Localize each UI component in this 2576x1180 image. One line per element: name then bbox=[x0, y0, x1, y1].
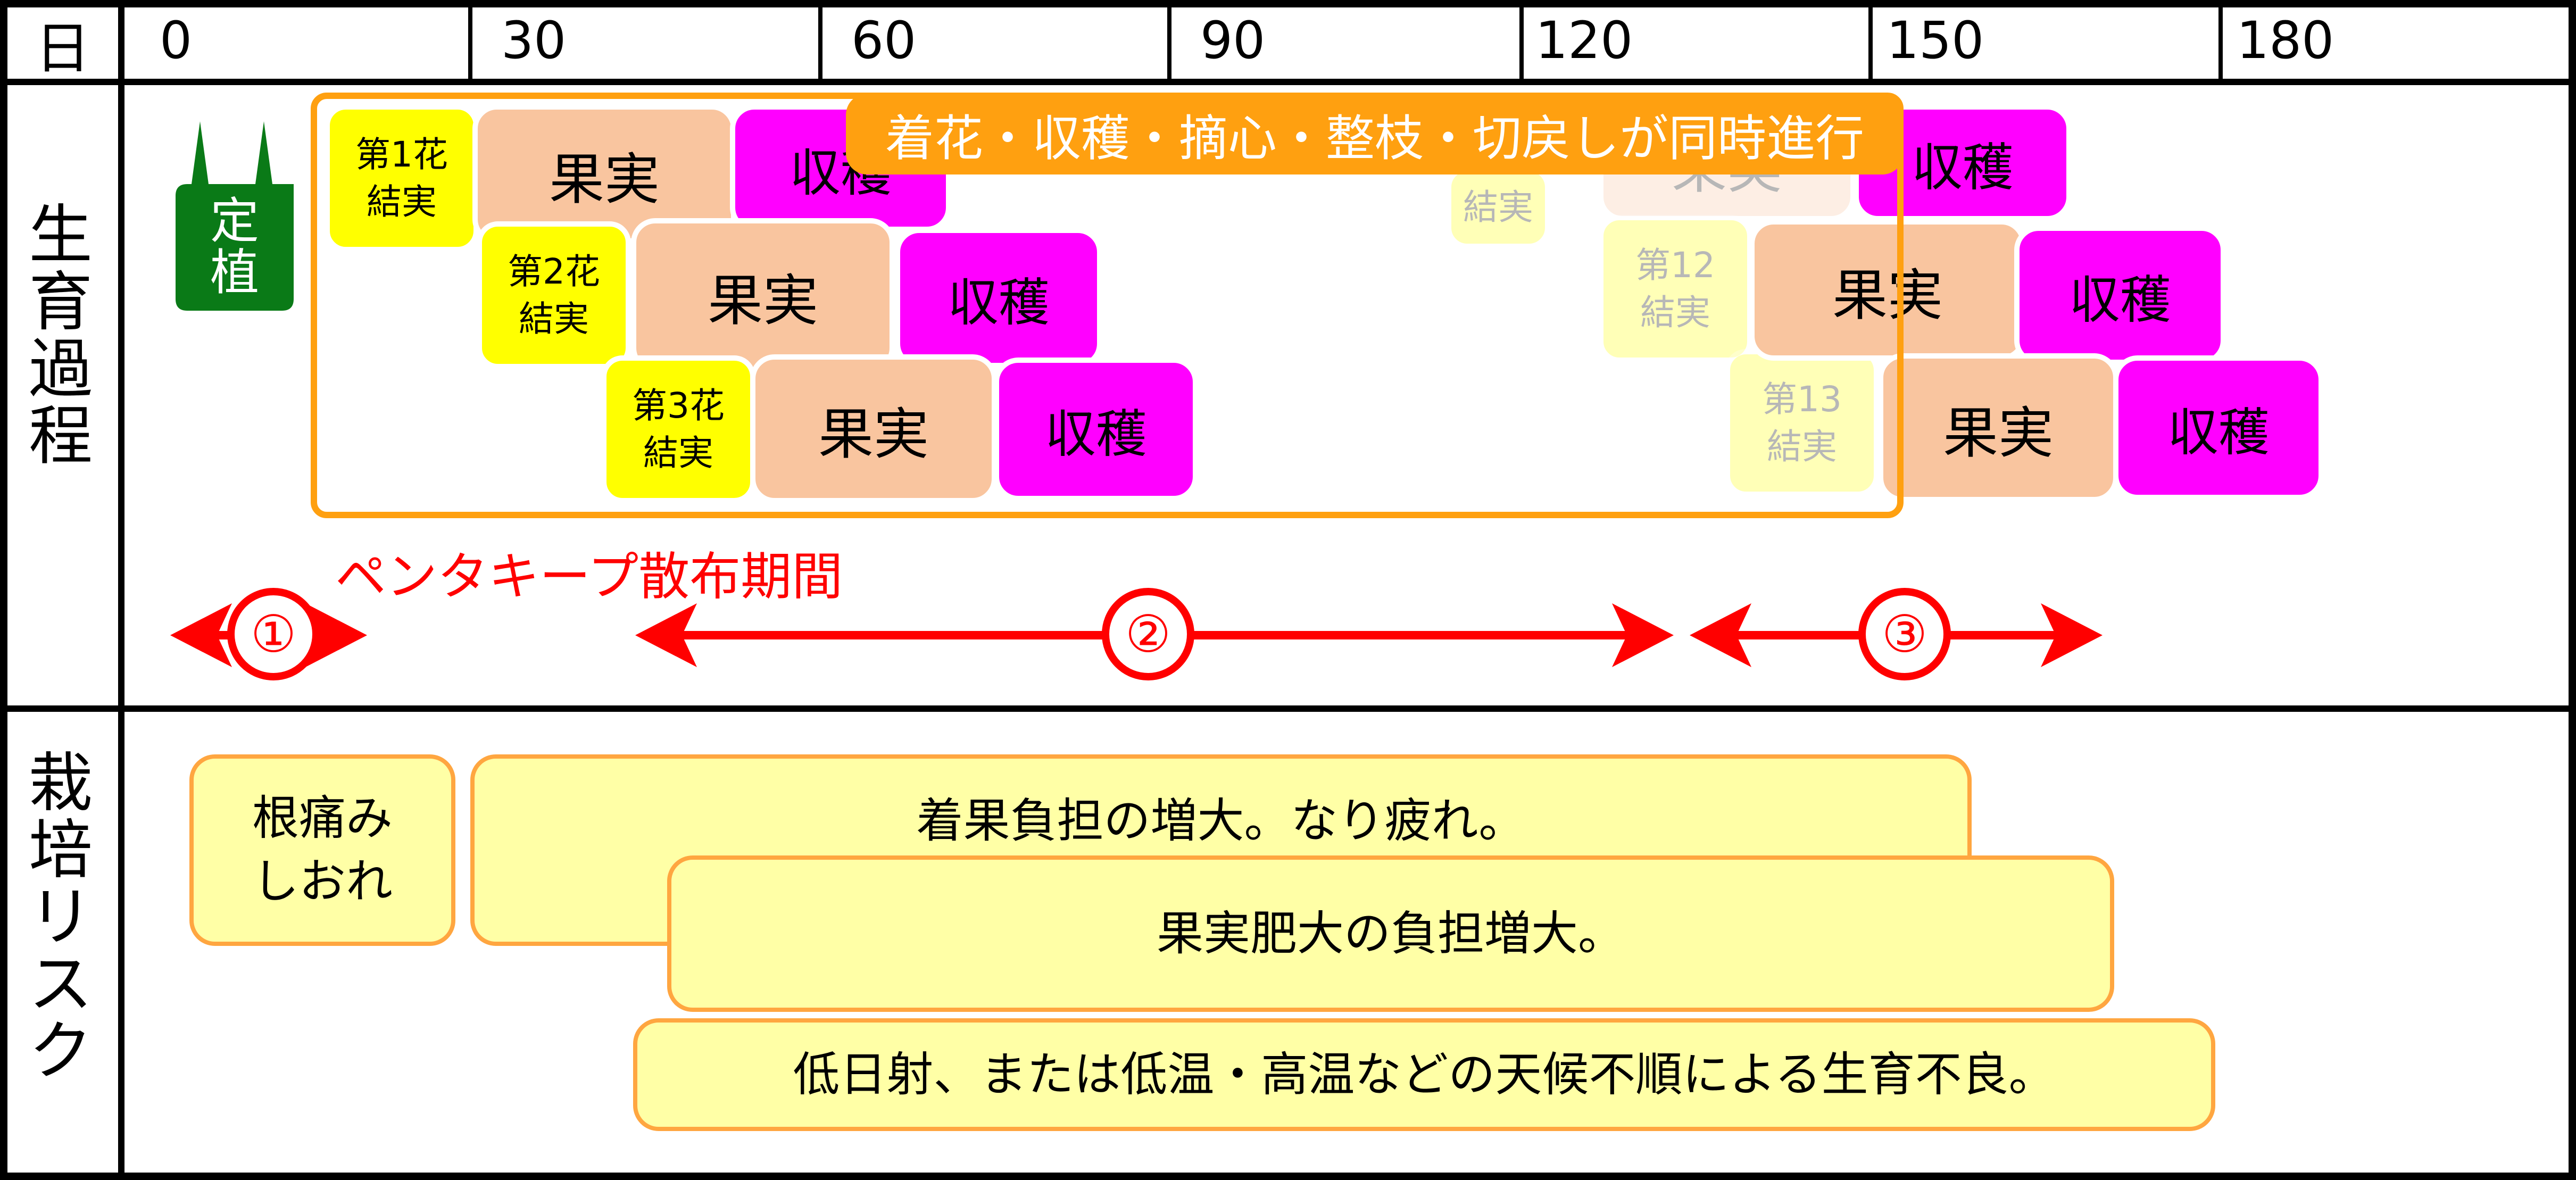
spray-arrow-2-head-right bbox=[1612, 603, 1674, 667]
spray-period-1-label: ① bbox=[250, 604, 297, 664]
flower-3-fruitset: 第3花 結実 bbox=[601, 355, 755, 503]
tick-divider-30 bbox=[468, 0, 472, 82]
spray-period-1-circle bbox=[227, 588, 320, 680]
tick-divider-180 bbox=[2218, 0, 2223, 82]
risk-fruit-enlargement: 果実肥大の負担増大。 bbox=[667, 855, 2114, 1012]
flower-11-fruitset: 結実 bbox=[1446, 166, 1550, 249]
tick-label-180: 180 bbox=[2237, 11, 2334, 70]
tick-divider-120 bbox=[1519, 0, 1524, 82]
frame-right bbox=[2569, 0, 2576, 1180]
harvest-bar-2: 収穫 bbox=[895, 228, 1102, 368]
spray-arrow-2-head-left bbox=[635, 603, 697, 667]
fruit-bar-3: 果実 bbox=[750, 354, 997, 503]
flower-1-fruitset: 第1花 結実 bbox=[325, 104, 479, 252]
tick-label-90: 90 bbox=[1200, 11, 1266, 70]
planting-marker: 定 植 bbox=[176, 121, 294, 311]
risk-row-label: 栽 培 リ ス ク bbox=[29, 746, 93, 1088]
section-divider bbox=[0, 705, 2576, 712]
tick-divider-150 bbox=[1868, 0, 1873, 82]
frame-bottom bbox=[0, 1173, 2576, 1180]
spray-period-2-circle bbox=[1102, 588, 1194, 680]
spray-period-label: ペンタキープ散布期間 bbox=[335, 547, 843, 606]
spray-period-3-circle bbox=[1858, 588, 1951, 680]
tick-label-150: 150 bbox=[1887, 11, 1984, 70]
label-column-divider bbox=[118, 0, 124, 1180]
risk-root-damage: 根痛み しおれ bbox=[189, 754, 455, 946]
fruit-bar-2: 果実 bbox=[631, 218, 895, 372]
header-divider bbox=[0, 79, 2576, 85]
spray-arrow-3-head-right bbox=[2041, 603, 2103, 667]
fruit-bar-1: 果実 bbox=[472, 104, 736, 244]
planting-shape bbox=[176, 121, 294, 311]
harvest-bar-12: 収穫 bbox=[2014, 226, 2226, 365]
tick-label-0: 0 bbox=[160, 11, 193, 70]
risk-fruit-load-text: 着果負担の増大。なり疲れ。 bbox=[916, 793, 1526, 848]
planting-label: 定 植 bbox=[210, 193, 259, 301]
flower-2-fruitset: 第2花 結実 bbox=[477, 221, 631, 369]
frame-top bbox=[0, 0, 2576, 7]
harvest-bar-3: 収穫 bbox=[994, 358, 1198, 501]
growth-row-label: 生 育 過 程 bbox=[29, 198, 93, 473]
tick-label-120: 120 bbox=[1535, 11, 1633, 70]
harvest-bar-13: 収穫 bbox=[2113, 355, 2324, 500]
tick-label-30: 30 bbox=[501, 11, 567, 70]
spray-period-3-label: ③ bbox=[1881, 604, 1928, 664]
tick-divider-60 bbox=[818, 0, 822, 82]
day-axis-label: 日 bbox=[35, 15, 90, 81]
simultaneous-work-banner: 着花・収穫・摘心・整枝・切戻しが同時進行 bbox=[846, 94, 1904, 174]
spray-arrow-1-head-right bbox=[305, 603, 367, 667]
spray-period-2-label: ② bbox=[1125, 604, 1171, 664]
risk-weather: 低日射、または低温・高温などの天候不順による生育不良。 bbox=[633, 1018, 2215, 1131]
spray-arrow-3-head-left bbox=[1690, 603, 1751, 667]
frame-left bbox=[0, 0, 7, 1180]
spray-arrow-1-head-left bbox=[170, 603, 232, 667]
tick-divider-90 bbox=[1167, 0, 1171, 82]
fruit-bar-12: 果実 bbox=[1749, 219, 2026, 361]
tick-label-60: 60 bbox=[851, 11, 917, 70]
fruit-bar-13: 果実 bbox=[1878, 353, 2118, 502]
